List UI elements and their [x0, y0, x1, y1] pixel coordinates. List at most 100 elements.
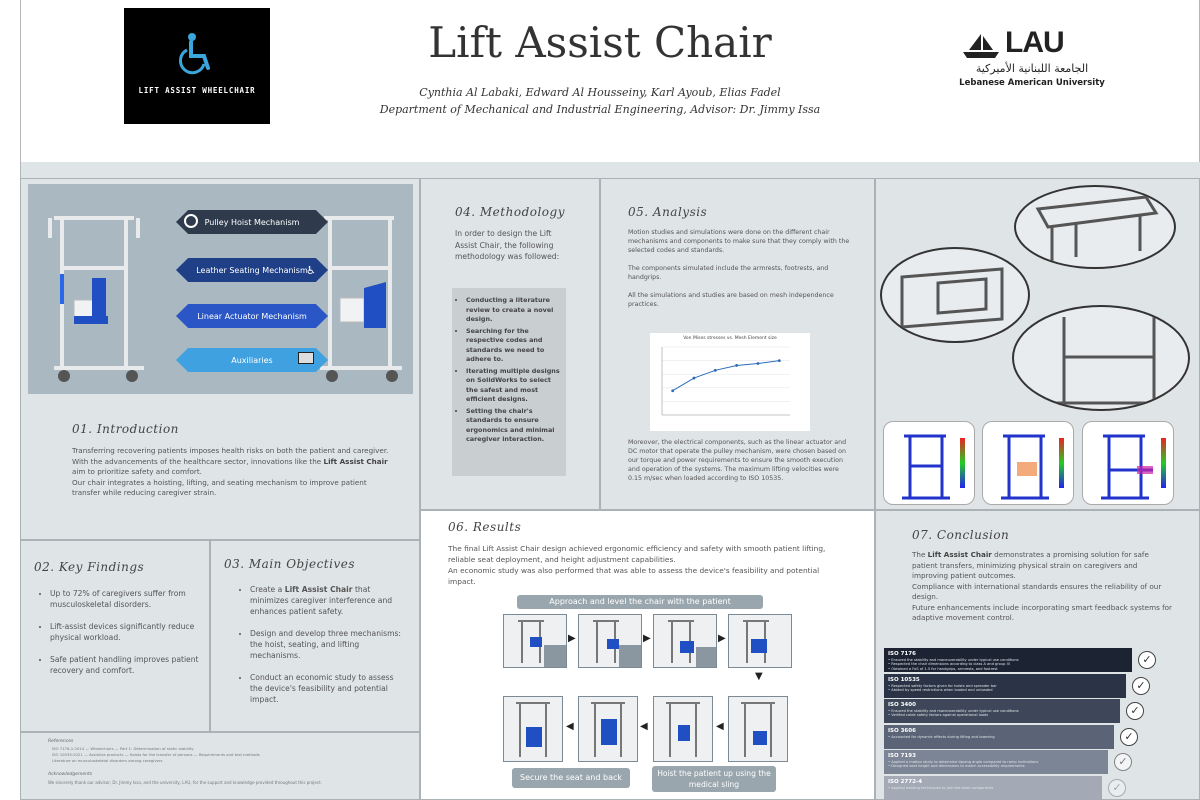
standard-code: ISO 10535 [888, 676, 920, 683]
analysis-p2: The components simulated include the arm… [628, 265, 829, 281]
standard-code: ISO 3400 [888, 702, 916, 708]
department: Department of Mechanical and Industrial … [379, 103, 821, 116]
frame-render [1035, 195, 1159, 261]
step-render [516, 702, 550, 757]
data-point [713, 368, 717, 372]
series-line [672, 360, 780, 392]
conclusion-p1: The Lift Assist Chair demonstrates a pro… [912, 550, 1174, 582]
checkmark-icon: ✓ [1132, 676, 1150, 695]
standard-code: ISO 3606 [888, 727, 916, 734]
list-item: Setting the chair's standards to ensure … [466, 407, 560, 445]
result-step-8 [503, 696, 563, 762]
step-render [593, 620, 641, 667]
authors: Cynthia Al Labaki, Edward Al Housseiny, … [419, 86, 781, 99]
standard-code: ISO 2772-4 [888, 778, 923, 785]
standard-line: • Designed seat height and dimensions to… [888, 764, 1025, 769]
standard-code: ISO 7193 [888, 753, 916, 759]
mechanism-label: Leather Seating Mechanism [196, 265, 308, 275]
mechanism-pulley-hoist: Pulley Hoist Mechanism [176, 210, 328, 234]
standard-line: • Applied a motion study to determine ti… [888, 760, 1039, 764]
analysis-heading: 05. Analysis [628, 205, 708, 219]
chart-title: Von Mises stresses vs. Mesh Element size [683, 336, 777, 341]
results-heading: 06. Results [448, 520, 522, 534]
acknowledgements-text: We sincerely thank our advisor, Dr. Jimm… [48, 780, 322, 785]
standard-code: ISO 7176 [888, 651, 916, 657]
step-render [666, 702, 700, 757]
seat-icon: ♿ [306, 264, 316, 277]
analysis-p4: Moreover, the electrical components, suc… [628, 439, 847, 482]
result-step-6 [653, 696, 713, 762]
standard-line: • Ensured the stability and maneuverabil… [888, 709, 1019, 713]
stress-sim-1 [883, 421, 975, 505]
result-step-7 [578, 696, 638, 762]
objective-text: that minimizes caregiver interference an… [250, 585, 393, 616]
standard-item: ISO 2772-4• Applied welding techniques t… [884, 775, 1102, 800]
intro-p2: Our chair integrates a hoisting, lifting… [72, 477, 367, 498]
results-bottom-right-label: Hoist the patient up using the medical s… [652, 766, 776, 792]
checkmark-icon: ✓ [1126, 702, 1144, 720]
key-findings-heading: 02. Key Findings [34, 560, 145, 574]
acknowledgements-heading: Acknowledgements [48, 772, 93, 777]
render-frame-bottom [1012, 305, 1190, 411]
arrow-right-icon: ▶ [643, 633, 651, 644]
conclusion-p2: Compliance with international standards … [912, 581, 1162, 602]
university-logo: LAU الجامعة اللبنانية الأميركية Lebanese… [955, 26, 1105, 96]
results-p1: The final Lift Assist Chair design achie… [448, 544, 826, 564]
list-item: Iterating multiple designs on SolidWorks… [466, 367, 560, 405]
ship-emblem-icon [963, 34, 999, 58]
references-line: ISO 10535:2021 — Assistive products — Ho… [52, 752, 260, 757]
step-render [591, 702, 625, 757]
standard-line: • Ensured the stability and maneuverabil… [888, 658, 1019, 662]
standard-line: • Respected safety factors given for hoi… [888, 683, 997, 688]
section-band [20, 162, 1200, 178]
objective-bold: Lift Assist Chair [284, 585, 353, 594]
main-objectives-panel [210, 540, 420, 732]
step-render [741, 702, 775, 757]
results-p2: An economic study was also performed tha… [448, 566, 820, 586]
intro-p1: Transferring recovering patients imposes… [72, 446, 389, 466]
result-step-4 [728, 614, 792, 668]
sim-render [1101, 434, 1166, 500]
mechanism-label: Linear Actuator Mechanism [197, 311, 307, 321]
results-top-label: Approach and level the chair with the pa… [517, 595, 763, 609]
list-item: Up to 72% of caregivers suffer from musc… [50, 588, 202, 610]
step-render [518, 620, 566, 667]
result-step-1 [503, 614, 567, 668]
toolbox-icon [298, 352, 314, 364]
page-title: Lift Assist Chair [428, 18, 772, 67]
result-step-2 [578, 614, 642, 668]
list-item: Lift-assist devices significantly reduce… [50, 621, 202, 643]
conclusion-text-a: The [912, 550, 926, 559]
methodology-heading: 04. Methodology [455, 205, 565, 219]
conclusion-bold: Lift Assist Chair [927, 550, 992, 559]
results-text: The final Lift Assist Chair design achie… [448, 543, 848, 587]
mechanism-label: Pulley Hoist Mechanism [204, 217, 300, 227]
sim-render [1001, 434, 1064, 500]
arrow-right-icon: ▶ [568, 633, 576, 644]
results-panel [420, 510, 875, 800]
data-point [777, 359, 781, 362]
step-render [668, 620, 716, 667]
conclusion-text: The Lift Assist Chair demonstrates a pro… [912, 550, 1174, 624]
university-name: Lebanese American University [959, 78, 1105, 88]
checkmark-icon: ✓ [1108, 778, 1126, 797]
conclusion-text-b: demonstrates a promising solution for sa… [912, 550, 1149, 580]
references-heading: References [48, 739, 74, 744]
list-item: Searching for the respective codes and s… [466, 327, 560, 365]
analysis-p3: All the simulations and studies are base… [628, 292, 834, 308]
mechanism-label: Auxiliaries [231, 355, 273, 365]
references-panel [20, 732, 420, 800]
introduction-heading: 01. Introduction [72, 422, 179, 436]
conclusion-heading: 07. Conclusion [912, 528, 1010, 542]
intro-bold: Lift Assist Chair [323, 456, 388, 466]
chair-render-left [48, 216, 144, 382]
main-objectives-heading: 03. Main Objectives [224, 557, 355, 571]
standard-line: • Abided by speed restrictions when load… [888, 687, 993, 692]
standard-item: ISO 3400• Ensured the stability and mane… [884, 699, 1120, 723]
logo-text: LIFT ASSIST WHEELCHAIR [138, 86, 256, 95]
methodology-intro: In order to design the Lift Assist Chair… [455, 229, 560, 261]
list-item: Create a Lift Assist Chair that minimize… [250, 584, 408, 617]
wheelchair-icon [178, 33, 210, 75]
checkmark-icon: ✓ [1138, 651, 1156, 669]
list-item: Design and develop three mechanisms: the… [250, 628, 408, 661]
